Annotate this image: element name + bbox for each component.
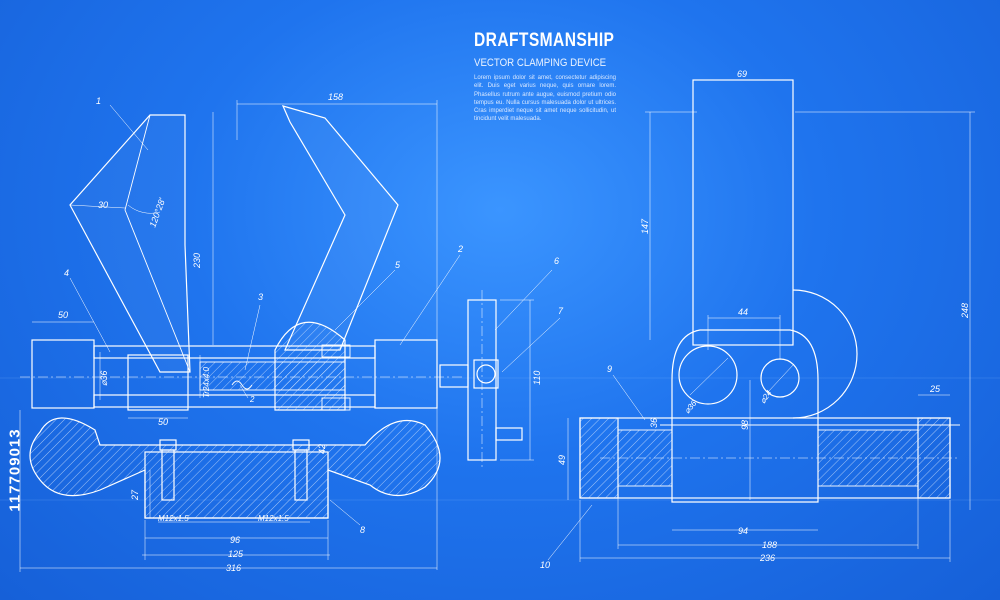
dim-94: 94 bbox=[738, 526, 748, 536]
dim-248: 248 bbox=[960, 303, 970, 319]
dim-27: 27 bbox=[130, 489, 140, 501]
callout-8: 8 bbox=[360, 525, 365, 535]
right-jaw bbox=[281, 105, 399, 351]
dim-tr24: Tr24x4.0 bbox=[202, 366, 211, 398]
dim-316: 316 bbox=[226, 563, 241, 573]
lower-jaw-base bbox=[127, 354, 189, 411]
stock-id-text: 117709013 bbox=[6, 428, 24, 512]
right-base-left bbox=[579, 417, 619, 499]
right-column bbox=[692, 79, 794, 346]
screw-core bbox=[199, 361, 346, 391]
dim-230: 230 bbox=[192, 253, 202, 269]
dimension-labels: 158 230 50 50 30 120°28' ⌀36 Tr24x4.0 96… bbox=[58, 69, 970, 573]
dim-98: 98 bbox=[740, 420, 750, 430]
screw-insert bbox=[321, 344, 351, 358]
callout-9: 9 bbox=[607, 364, 612, 374]
callout-1: 1 bbox=[96, 96, 101, 106]
side-pin bbox=[495, 427, 523, 441]
page-title: DRAFTSMANSHIP bbox=[474, 30, 615, 51]
side-view bbox=[439, 269, 561, 470]
dim-49: 49 bbox=[557, 455, 567, 465]
front-view bbox=[19, 100, 465, 572]
dim-69: 69 bbox=[737, 69, 747, 79]
dim-42: 42 bbox=[317, 444, 327, 454]
callout-5: 5 bbox=[395, 260, 401, 270]
right-disc bbox=[792, 289, 858, 419]
dim-44: 44 bbox=[738, 307, 748, 317]
screw-insert-b bbox=[321, 397, 351, 411]
callout-4: 4 bbox=[64, 268, 69, 278]
dim-50-top: 50 bbox=[58, 310, 68, 320]
dim-30: 30 bbox=[98, 200, 108, 210]
base-plate bbox=[144, 451, 329, 519]
bolt-left bbox=[159, 439, 177, 501]
dim-50-bottom: 50 bbox=[158, 417, 168, 427]
rail-lower bbox=[93, 394, 376, 408]
hole-large bbox=[678, 345, 738, 405]
stock-id-watermark: 117709013 bbox=[2, 370, 28, 570]
dim-236: 236 bbox=[759, 553, 775, 563]
side-nut bbox=[473, 359, 499, 389]
dim-147: 147 bbox=[640, 218, 650, 234]
description-text: Lorem ipsum dolor sit amet, consectetur … bbox=[474, 75, 616, 123]
callout-2b: 2 bbox=[249, 395, 255, 404]
dim-125: 125 bbox=[228, 549, 244, 559]
dim-96: 96 bbox=[230, 535, 240, 545]
callout-10: 10 bbox=[540, 560, 550, 570]
right-body bbox=[671, 329, 819, 503]
side-bolt-head bbox=[476, 364, 496, 384]
callout-6: 6 bbox=[554, 256, 559, 266]
dim-d36-front: ⌀36 bbox=[99, 371, 109, 386]
base-bar bbox=[29, 417, 441, 519]
dim-d24: ⌀24 bbox=[758, 388, 774, 405]
right-view bbox=[547, 79, 975, 562]
callout-3: 3 bbox=[258, 292, 263, 302]
title-block: DRAFTSMANSHIP VECTOR CLAMPING DEVICE Lor… bbox=[474, 30, 624, 124]
callout-7: 7 bbox=[558, 306, 564, 316]
left-jaw bbox=[69, 114, 191, 373]
side-shaft bbox=[439, 364, 469, 388]
thread bbox=[231, 380, 253, 390]
dim-188: 188 bbox=[762, 540, 777, 550]
left-block bbox=[31, 339, 95, 409]
callout-2: 2 bbox=[457, 244, 463, 254]
rail-upper bbox=[93, 345, 376, 359]
dim-25: 25 bbox=[929, 384, 941, 394]
page-subtitle: VECTOR CLAMPING DEVICE bbox=[474, 57, 607, 69]
bolt-right bbox=[292, 439, 310, 501]
dim-36: 36 bbox=[649, 418, 659, 428]
left-jaw-inner bbox=[124, 114, 191, 373]
dim-m12-left: M12x1.5 bbox=[158, 514, 189, 523]
dim-110: 110 bbox=[532, 371, 542, 385]
dim-m12-right: M12x1.5 bbox=[258, 514, 289, 523]
dim-158: 158 bbox=[328, 92, 343, 102]
right-block bbox=[374, 339, 438, 409]
